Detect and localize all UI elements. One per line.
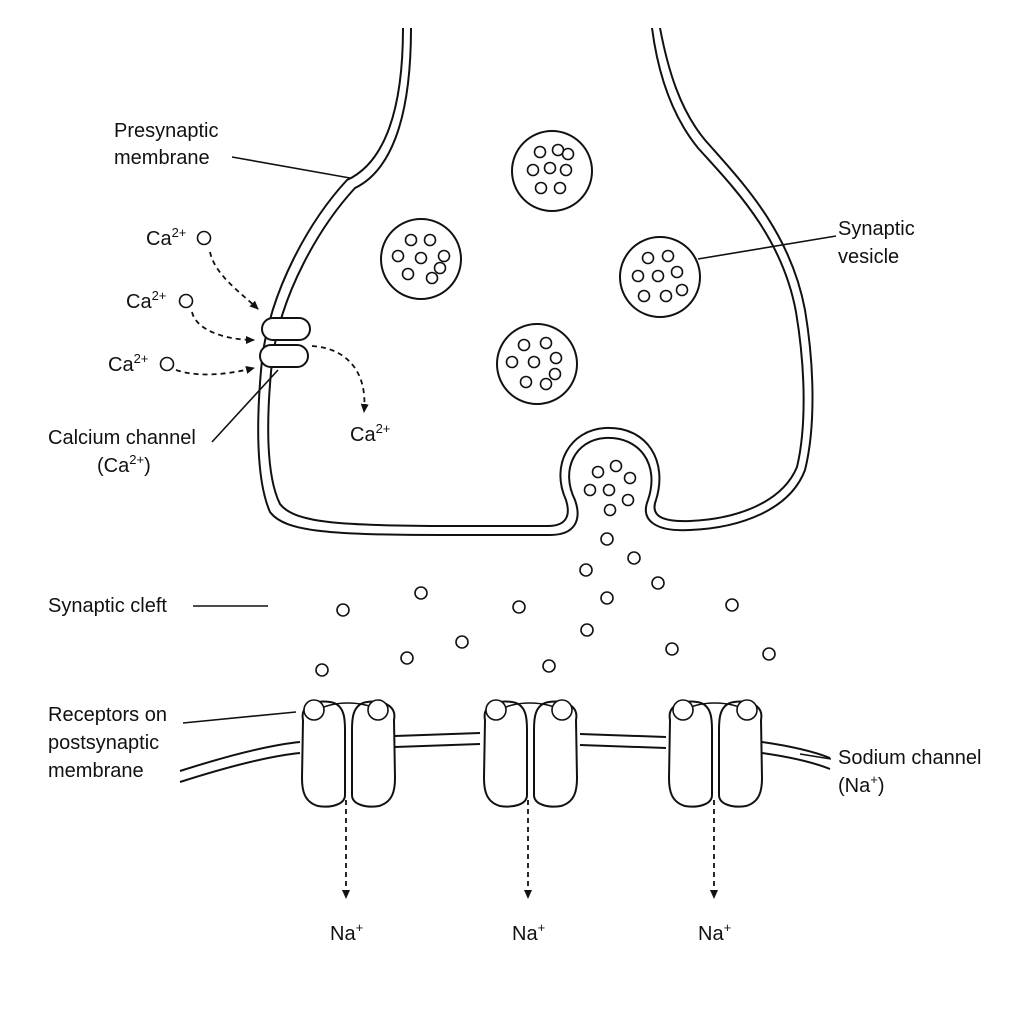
receptor-channel: [482, 699, 579, 899]
neurotransmitters: [315, 532, 776, 677]
receptor-channel: [667, 699, 764, 899]
sodium-ion-labels: Na+ Na+ Na+: [330, 920, 731, 945]
calcium-ion-label: Ca2+: [146, 225, 186, 250]
sodium-channel-label: (Na+): [838, 772, 885, 797]
sodium-ion-label: Na+: [330, 920, 363, 945]
calcium-channel-label: Calcium channel: [48, 427, 196, 449]
sodium-ion-label: Na+: [512, 920, 545, 945]
calcium-ion-labels: Ca2+ Ca2+ Ca2+ Ca2+: [108, 225, 390, 446]
receptors-label: postsynaptic: [48, 732, 159, 754]
leader-lines: [182, 156, 837, 760]
synaptic-vesicle: [496, 323, 578, 405]
presynaptic-membrane-outer: [257, 27, 814, 536]
receptor-channel: [300, 699, 397, 899]
synaptic-vesicle: [380, 218, 462, 300]
calcium-ion-label: Ca2+: [126, 288, 166, 313]
postsynaptic-membrane: [179, 732, 831, 783]
fusing-vesicle-contents: [583, 459, 637, 517]
synaptic-vesicle-label: vesicle: [838, 246, 899, 268]
receptors-label: membrane: [48, 760, 144, 782]
text-labels: Presynaptic membrane Synaptic vesicle Ca…: [48, 120, 981, 797]
sodium-channel-label: Sodium channel: [838, 747, 981, 769]
presynaptic-membrane-label: membrane: [114, 147, 210, 169]
calcium-ion-label: Ca2+: [350, 421, 390, 446]
calcium-channel-label: (Ca2+): [97, 452, 151, 477]
calcium-channel: [259, 317, 311, 368]
synaptic-vesicle: [511, 130, 593, 212]
presynaptic-membrane-inner: [267, 27, 805, 527]
synaptic-vesicles: [380, 130, 701, 517]
presynaptic-membrane-label: Presynaptic: [114, 120, 219, 142]
synaptic-cleft-label: Synaptic cleft: [48, 595, 167, 617]
receptors-label: Receptors on: [48, 704, 167, 726]
synaptic-vesicle: [619, 236, 701, 318]
calcium-ion-label: Ca2+: [108, 351, 148, 376]
calcium-ions-outside: [159, 230, 369, 413]
sodium-ion-label: Na+: [698, 920, 731, 945]
presynaptic-terminal: [257, 27, 814, 536]
synaptic-vesicle-label: Synaptic: [838, 218, 915, 240]
